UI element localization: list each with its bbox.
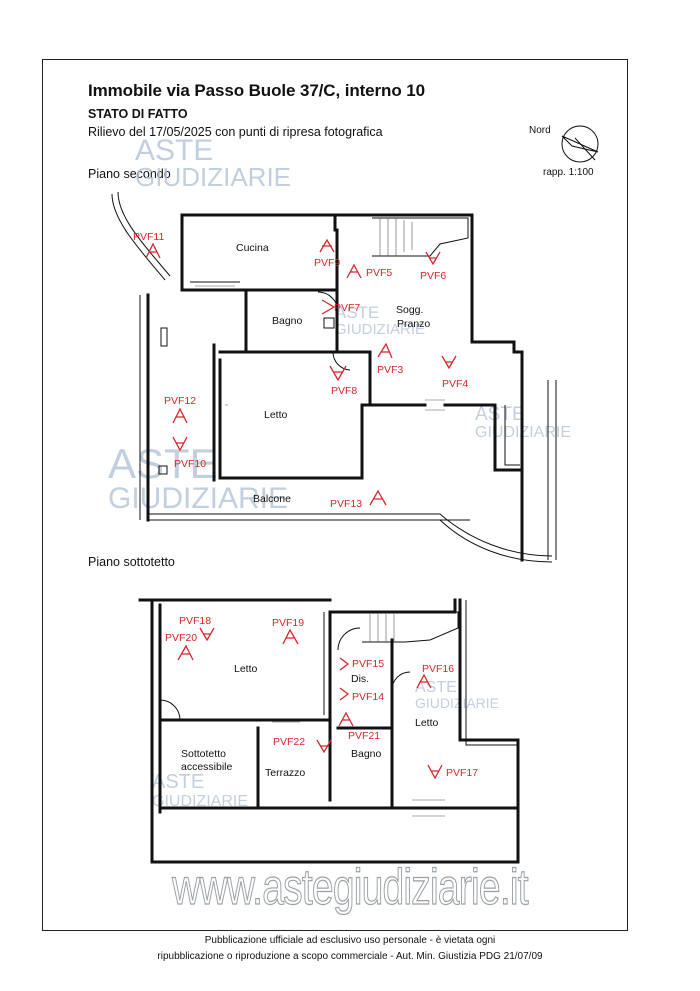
marker-pvf22 — [316, 739, 332, 754]
watermark-giudiziarie-4: GIUDIZIARIE — [108, 482, 288, 515]
column-mark — [160, 327, 168, 347]
survey-date: Rilievo del 17/05/2025 con punti di ripr… — [88, 125, 383, 139]
drawing-title: Immobile via Passo Buole 37/C, interno 1… — [88, 81, 425, 100]
room-label-attic-2: accessibile — [181, 761, 233, 773]
stair-attic — [362, 611, 459, 643]
marker-pvf4 — [441, 355, 457, 370]
marker-pvf18 — [199, 627, 215, 642]
label-pvf17: PVF17 — [446, 767, 478, 779]
label-pvf13: PVF13 — [330, 498, 362, 510]
north-arrow-icon — [561, 125, 599, 163]
marker-pvf19 — [282, 628, 299, 645]
north-label: Nord — [529, 125, 551, 136]
room-label-balcony: Balcone — [253, 493, 291, 505]
label-pvf12: PVF12 — [164, 395, 196, 407]
marker-pvf21 — [338, 711, 354, 727]
scale-label: rapp. 1:100 — [543, 167, 594, 178]
watermark-aste-1: ASTE — [135, 134, 213, 167]
label-pvf19: PVF19 — [272, 617, 304, 629]
marker-pvf9 — [319, 238, 335, 253]
footer-line-1: Pubblicazione ufficiale ad esclusivo uso… — [204, 935, 496, 946]
label-pvf3: PVF3 — [377, 364, 403, 376]
floor-label-second: Piano secondo — [88, 167, 171, 181]
label-pvf21: PVF21 — [348, 730, 380, 742]
label-pvf10: PVF10 — [174, 458, 206, 470]
marker-pvf13 — [369, 489, 387, 506]
watermark-aste-2: ASTE — [335, 303, 379, 322]
second-floor-plan: Cucina Bagno Sogg. Pranzo Letto Balcone — [111, 191, 557, 563]
marker-pvf20 — [177, 644, 194, 661]
watermark-aste-3: ASTE — [475, 404, 525, 425]
watermark-giudiziarie-2: GIUDIZIARIE — [335, 321, 425, 338]
watermark-logo-6: ASTE GIUDIZIARIE — [152, 771, 248, 810]
photo-points: PVF11 PVF9 PVF5 PVF6 PVF7 PVF3 PVF4 PVF8… — [133, 231, 478, 780]
room-label-living-1: Sogg. — [396, 304, 423, 316]
watermark-giudiziarie-1: GIUDIZIARIE — [135, 162, 291, 192]
room-label-attic-1: Sottotetto — [181, 748, 226, 760]
label-pvf15: PVF15 — [352, 658, 384, 670]
marker-pvf6 — [425, 251, 441, 266]
stair-second-floor — [372, 217, 469, 257]
label-pvf8: PVF8 — [331, 385, 357, 397]
marker-pvf15 — [339, 657, 350, 671]
marker-pvf7 — [321, 299, 336, 315]
marker-pvf5 — [346, 263, 362, 279]
room-label-bath-attic: Bagno — [351, 748, 382, 760]
watermark-logo-1: ASTE GIUDIZIARIE — [135, 134, 291, 192]
label-pvf22: PVF22 — [273, 736, 305, 748]
label-pvf16: PVF16 — [422, 663, 454, 675]
room-label-bedroom-attic-right: Letto — [415, 717, 439, 729]
room-label-bedroom-attic-left: Letto — [234, 663, 258, 675]
room-label-dis: Dis. — [351, 673, 369, 685]
attic-floor-plan: Letto Sottotetto accessibile Terrazzo Di… — [138, 598, 520, 864]
room-label-bedroom-second: Letto — [264, 409, 288, 421]
room-label-bath-second: Bagno — [272, 315, 303, 327]
label-pvf5: PVF5 — [366, 267, 392, 279]
drawing-subtitle: STATO DI FATTO — [88, 107, 188, 121]
label-pvf7: PVF7 — [334, 302, 360, 314]
marker-pvf16 — [416, 673, 432, 689]
room-label-terrace: Terrazzo — [265, 767, 305, 779]
marker-pvf11 — [145, 242, 161, 259]
marker-pvf8 — [329, 365, 347, 382]
marker-pvf10 — [172, 436, 188, 452]
drawing-sheet-frame — [42, 59, 628, 931]
marker-pvf14 — [339, 687, 350, 701]
watermark-logo-2: ASTE GIUDIZIARIE — [335, 303, 425, 338]
label-pvf20: PVF20 — [165, 632, 197, 644]
floor-label-attic: Piano sottotetto — [88, 555, 175, 569]
watermark-giudiziarie-5: GIUDIZIARIE — [415, 695, 499, 711]
watermark-logo-5: ASTE GIUDIZIARIE — [415, 679, 499, 711]
label-pvf4: PVF4 — [442, 378, 468, 390]
watermark-aste-4: ASTE — [108, 440, 218, 487]
label-pvf6: PVF6 — [420, 270, 446, 282]
room-label-kitchen: Cucina — [236, 242, 269, 254]
watermark-aste-5: ASTE — [415, 679, 457, 696]
label-pvf9: PVF9 — [314, 257, 340, 269]
marker-pvf17 — [427, 764, 443, 780]
marker-pvf3 — [377, 342, 393, 359]
watermark-aste-6: ASTE — [152, 771, 204, 793]
watermark-giudiziarie-6: GIUDIZIARIE — [152, 793, 248, 810]
watermark-site-url: www.astegiudiziarie.it — [172, 858, 529, 915]
marker-pvf12 — [172, 407, 188, 424]
room-label-living-2: Pranzo — [397, 318, 430, 330]
label-pvf11: PVF11 — [133, 231, 164, 243]
footer-line-2: ripubblicazione o riproduzione a scopo c… — [157, 951, 543, 962]
label-pvf14: PVF14 — [352, 691, 384, 703]
label-pvf18: PVF18 — [179, 615, 211, 627]
watermark-logo-4: ASTE GIUDIZIARIE — [108, 440, 288, 515]
